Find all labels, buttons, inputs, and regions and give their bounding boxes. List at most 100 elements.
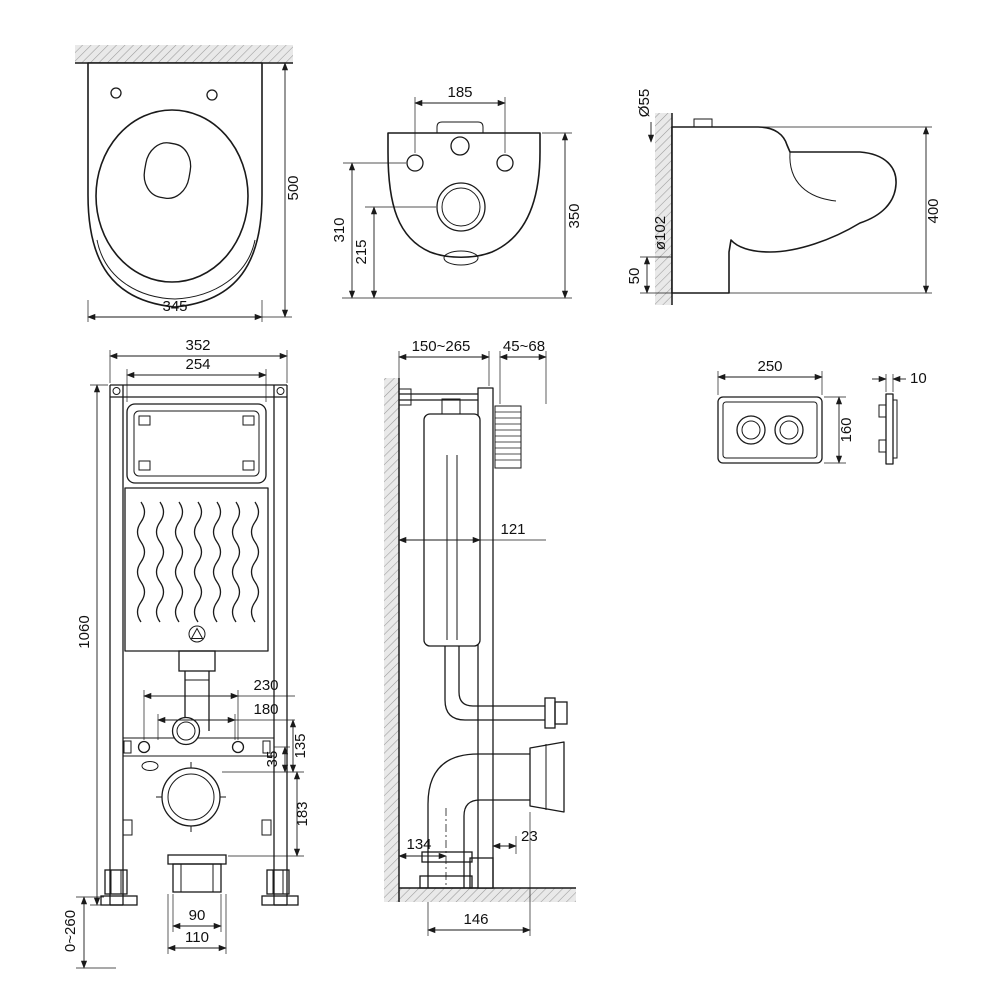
top-tab: [436, 121, 484, 133]
wall-hatch: [655, 113, 672, 305]
slot-oval: [141, 761, 159, 771]
toilet-front-dimensions: 500 345: [87, 62, 302, 322]
foot-plate-left: [100, 895, 138, 906]
fixing-point-left: [137, 740, 151, 754]
outlet-pipe: [172, 863, 222, 893]
outlet-collar: [167, 854, 227, 865]
clip-bottom: [878, 439, 887, 453]
frame-front-geometry: [100, 384, 299, 906]
outlet-ellipse: [443, 250, 479, 266]
inlet-opening-inner: [441, 187, 481, 227]
dim-185: 185: [447, 84, 472, 101]
dim-160: 160: [838, 417, 855, 442]
toilet-front-view: 500 345: [75, 45, 302, 322]
toilet-profile: [671, 126, 897, 294]
rail-bracket-left: [122, 819, 133, 836]
toilet-back-view: 185 350 310 215: [331, 84, 583, 299]
installation-frame-front-view: 352 254 1060 0~260 230 180 135: [62, 337, 311, 969]
toilet-rim-line: [96, 239, 256, 300]
plate-inner: [722, 401, 818, 459]
dim-230: 230: [253, 677, 278, 694]
frame-side-geometry: [384, 378, 576, 902]
dim-35: 35: [264, 751, 281, 768]
dim-146: 146: [463, 911, 488, 928]
leg-right: [266, 869, 290, 895]
flush-button-large: [774, 415, 804, 445]
installation-frame-side-view: 150~265 45~68 121 134 23 146: [384, 338, 576, 936]
dim-inlet-diameter: Ø55: [636, 89, 653, 117]
toilet-side-dimensions: Ø55 400 50 ø102: [626, 89, 942, 294]
dim-350: 350: [566, 203, 583, 228]
flush-plate-dimensions: 250 160 10: [717, 358, 927, 464]
rail-bracket-right: [261, 819, 272, 836]
frame-side-dimensions: 150~265 45~68 121 134 23 146: [398, 338, 547, 936]
wall-anchor: [398, 388, 412, 406]
cistern-side: [423, 413, 481, 647]
flush-pipe-outer: [444, 646, 545, 721]
rail-foot: [469, 857, 494, 889]
dim-90: 90: [189, 907, 206, 924]
pipe-flange: [544, 697, 556, 729]
corner-bolt-right: [276, 387, 285, 395]
clip-top: [878, 404, 887, 418]
dim-352: 352: [185, 337, 210, 354]
leg-left: [104, 869, 128, 895]
drain-opening-inner: [167, 773, 215, 821]
mounting-hole-left: [110, 87, 122, 99]
bowl-inner-line: [789, 151, 837, 202]
fixing-hole-right: [496, 154, 514, 172]
plate-outer: [717, 396, 823, 464]
flush-pipe-inner: [458, 646, 545, 707]
dim-depth-range: 150~265: [412, 338, 471, 355]
toilet-back-geometry: [387, 121, 541, 266]
dim-135: 135: [292, 733, 309, 758]
dim-250: 250: [757, 358, 782, 375]
flush-plate-geometry: [717, 393, 898, 465]
toilet-back-dimensions: 185 350 310 215: [331, 84, 583, 299]
dim-500: 500: [285, 175, 302, 200]
dim-215: 215: [353, 239, 370, 264]
dim-183: 183: [294, 801, 311, 826]
access-window-inner: [133, 410, 260, 477]
wall-hatch: [384, 378, 399, 902]
dim-drain-diameter: ø102: [652, 216, 669, 250]
flush-button-small: [736, 415, 766, 445]
inlet-opening-outer: [436, 182, 486, 232]
toilet-front-geometry: [75, 45, 293, 308]
fill-valve: [441, 398, 461, 415]
dim-400: 400: [925, 198, 942, 223]
dim-310: 310: [331, 217, 348, 242]
drain-elbow-inner: [463, 799, 530, 888]
drain-bell: [529, 741, 565, 813]
brand-logo-icon: [188, 625, 206, 643]
insulation-waves: [136, 501, 260, 623]
pipe-cap: [554, 701, 568, 725]
mounting-plate-block: [494, 405, 522, 469]
dim-10: 10: [910, 370, 927, 387]
cistern-panel: [124, 487, 269, 652]
dim-1060: 1060: [76, 615, 93, 648]
flush-bend: [178, 650, 216, 672]
dim-50: 50: [626, 268, 643, 285]
mounting-hole-right: [206, 89, 218, 101]
toilet-side-view: Ø55 400 50 ø102: [626, 89, 942, 305]
drain-opening-outer: [161, 767, 221, 827]
plate-side-profile: [885, 393, 894, 465]
dim-110: 110: [185, 929, 209, 946]
dim-180: 180: [253, 701, 278, 718]
wall-hatch: [75, 45, 293, 63]
dim-254: 254: [185, 356, 210, 373]
flush-opening: [143, 142, 192, 199]
fixing-point-right: [231, 740, 245, 754]
dim-finish-range: 45~68: [503, 338, 545, 355]
top-hole: [450, 136, 470, 156]
drain-elbow-outer: [427, 753, 530, 888]
toilet-side-geometry: [655, 113, 897, 305]
floor-hatch: [384, 888, 576, 902]
fixing-hole-left: [406, 154, 424, 172]
flush-plate-view: 250 160 10: [717, 358, 927, 465]
frame-front-dimensions: 352 254 1060 0~260 230 180 135: [62, 337, 311, 969]
dim-121: 121: [500, 521, 525, 538]
dim-345: 345: [162, 298, 187, 315]
